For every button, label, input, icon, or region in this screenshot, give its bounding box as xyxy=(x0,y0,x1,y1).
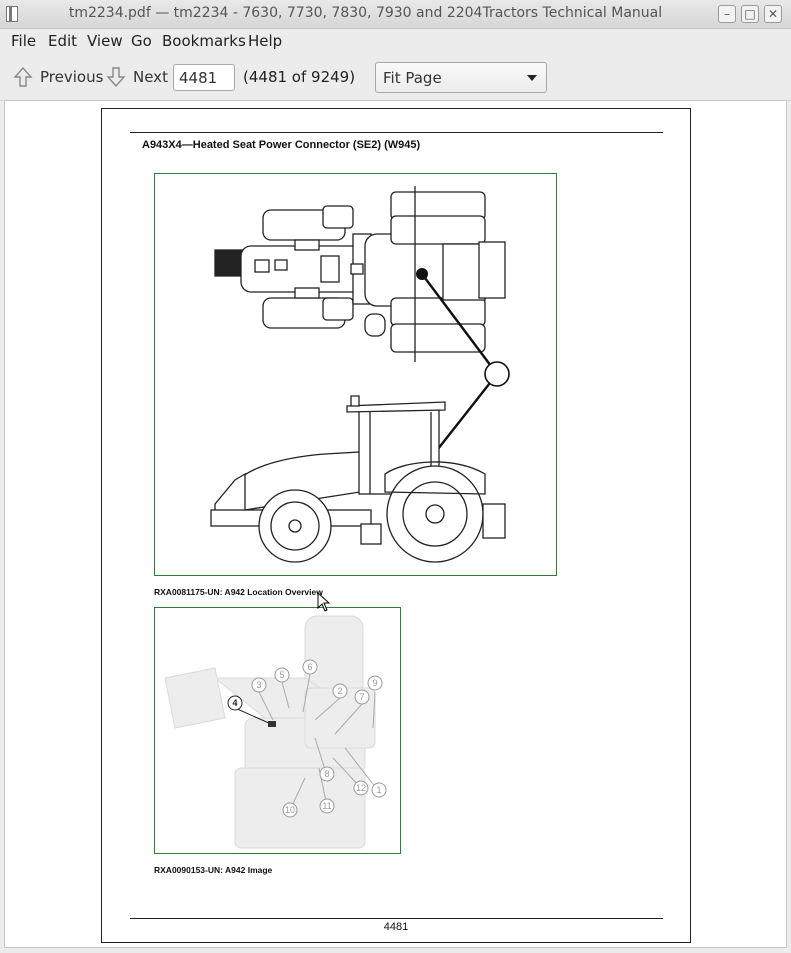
callout-7: 7 xyxy=(359,692,364,702)
next-page-icon xyxy=(106,67,126,88)
next-button[interactable]: Next xyxy=(105,66,168,88)
callout-10: 10 xyxy=(285,805,295,815)
maximize-button[interactable]: □ xyxy=(741,5,759,23)
previous-button[interactable]: Previous xyxy=(12,66,103,88)
menu-bookmarks[interactable]: Bookmarks xyxy=(162,32,246,50)
menu-file[interactable]: File xyxy=(11,32,37,50)
zoom-select[interactable]: Fit Page xyxy=(375,62,547,93)
menu-go[interactable]: Go xyxy=(131,32,152,50)
menu-view[interactable]: View xyxy=(87,32,123,50)
next-label: Next xyxy=(133,68,168,86)
title-bar: tm2234.pdf — tm2234 - 7630, 7730, 7830, … xyxy=(0,0,791,29)
page-count-label: (4481 of 9249) xyxy=(243,68,356,86)
zoom-value: Fit Page xyxy=(383,69,442,87)
callout-8: 8 xyxy=(324,769,329,779)
document-page: A943X4—Heated Seat Power Connector (SE2)… xyxy=(101,108,691,943)
menu-bar: File Edit View Go Bookmarks Help xyxy=(0,29,791,53)
callout-9: 9 xyxy=(372,678,377,688)
dropdown-arrow-icon xyxy=(527,75,537,81)
tractor-diagram xyxy=(210,186,510,563)
callout-5: 5 xyxy=(279,670,284,680)
seat-photo-figure: 3 5 6 4 2 7 9 8 12 1 10 11 xyxy=(154,607,401,854)
close-button[interactable]: ✕ xyxy=(764,5,782,23)
callout-1: 1 xyxy=(376,785,381,795)
pdf-app-icon xyxy=(6,6,18,22)
toolbar: Previous Next (4481 of 9249) Fit Page xyxy=(0,54,791,101)
page-number: 4481 xyxy=(383,921,409,933)
mouse-cursor-icon xyxy=(317,592,331,612)
callout-4: 4 xyxy=(232,698,237,708)
header-rule xyxy=(130,132,663,133)
connector-marker xyxy=(268,721,276,727)
section-heading: A943X4—Heated Seat Power Connector (SE2)… xyxy=(142,139,421,151)
callout-12: 12 xyxy=(356,783,366,793)
callout-2: 2 xyxy=(337,686,342,696)
footer-rule xyxy=(130,918,663,919)
seat-photo: 3 5 6 4 2 7 9 8 12 1 10 11 xyxy=(164,615,387,849)
callout-3: 3 xyxy=(256,680,261,690)
callout-6: 6 xyxy=(307,662,312,672)
page-number-input[interactable] xyxy=(173,64,235,91)
menu-edit[interactable]: Edit xyxy=(48,32,78,50)
previous-page-icon xyxy=(13,66,33,87)
callout-11: 11 xyxy=(322,801,331,811)
figure1-caption: RXA0081175-UN: A942 Location Overview xyxy=(154,587,323,597)
figure2-caption: RXA0090153-UN: A942 Image xyxy=(154,865,273,875)
minimize-button[interactable]: – xyxy=(718,5,736,23)
menu-help[interactable]: Help xyxy=(248,32,283,50)
tractor-location-figure xyxy=(154,173,557,576)
previous-label: Previous xyxy=(40,68,104,86)
document-viewport[interactable]: A943X4—Heated Seat Power Connector (SE2)… xyxy=(4,100,787,948)
window-title: tm2234.pdf — tm2234 - 7630, 7730, 7830, … xyxy=(68,5,663,21)
